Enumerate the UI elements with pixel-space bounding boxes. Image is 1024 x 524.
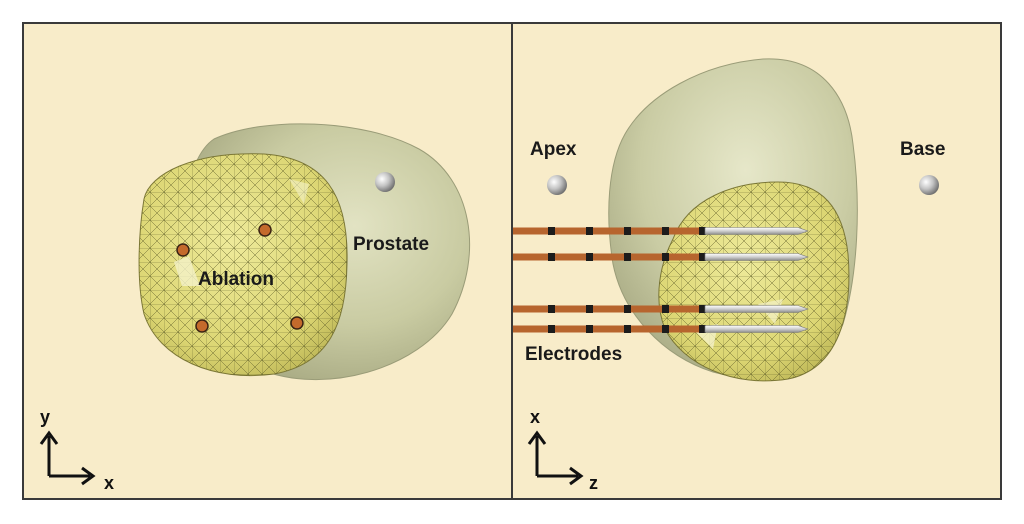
ablation-label: Ablation xyxy=(198,269,274,290)
reference-sphere-icon xyxy=(375,172,395,192)
axis-x-label: x xyxy=(530,407,541,427)
electrode-marker xyxy=(258,223,272,237)
electrode-marker xyxy=(176,243,190,257)
electrode-icon xyxy=(513,253,809,261)
reference-sphere-icon xyxy=(547,175,567,195)
left-view-panel: Ablation Prostate y x xyxy=(22,22,513,500)
prostate-label: Prostate xyxy=(353,234,430,255)
left-view-svg xyxy=(39,123,470,486)
axis-arrow-icon xyxy=(39,430,96,486)
electrode-icon xyxy=(513,227,809,235)
reference-sphere-icon xyxy=(919,175,939,195)
apex-label: Apex xyxy=(530,139,577,160)
base-label: Base xyxy=(900,139,946,160)
electrode-group xyxy=(513,227,809,333)
electrode-icon xyxy=(513,325,809,333)
axis-y-label: y xyxy=(40,407,51,427)
electrode-icon xyxy=(513,305,809,313)
axis-arrow-icon xyxy=(527,430,584,486)
electrode-marker xyxy=(195,319,209,333)
right-view-svg xyxy=(513,58,939,486)
electrodes-label: Electrodes xyxy=(525,344,623,365)
axis-x-label: x xyxy=(104,473,115,493)
axis-z-label: z xyxy=(589,473,598,493)
right-view-panel: Apex Base Electrodes x z xyxy=(511,22,1002,500)
electrode-marker xyxy=(290,316,304,330)
